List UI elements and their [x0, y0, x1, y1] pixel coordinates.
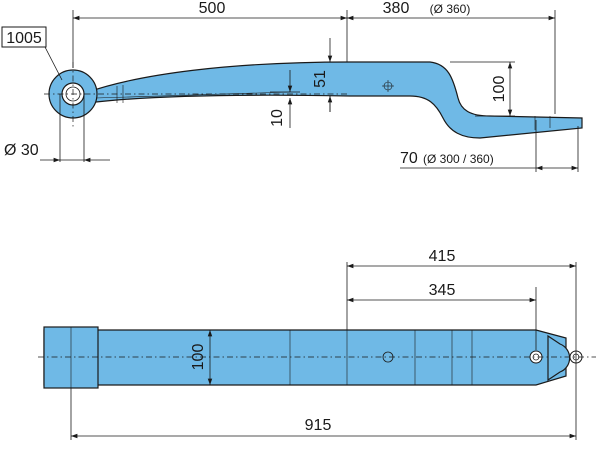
- dim-51: 51: [312, 70, 329, 88]
- dim-500: 500: [199, 0, 226, 17]
- spring-leaf-top: [43, 329, 567, 386]
- dim-100-side: 100: [491, 76, 508, 103]
- dim-380-note-text: (Ø 360): [430, 2, 471, 16]
- top-view: 415 345 100 915: [38, 248, 596, 440]
- dim-415: 415: [429, 248, 456, 265]
- spring-leaf-side: [87, 61, 583, 139]
- dim-70-note: (Ø 300 / 360): [423, 152, 494, 166]
- dim-345: 345: [429, 282, 456, 299]
- dim-380: 380: [383, 0, 410, 17]
- dim-70: 70: [400, 150, 418, 167]
- part-number: 1005: [6, 30, 42, 47]
- side-view: 500 380 (Ø 360) 51 10 100 Ø 30 70 (Ø 300…: [1, 0, 583, 172]
- dim-100-top: 100: [190, 344, 207, 371]
- rear-eye-lobe: [547, 334, 571, 382]
- dim-eye-diameter: Ø 30: [4, 142, 39, 159]
- part-number-box: [1, 26, 47, 48]
- dim-915: 915: [305, 417, 332, 434]
- dim-10: 10: [269, 109, 286, 127]
